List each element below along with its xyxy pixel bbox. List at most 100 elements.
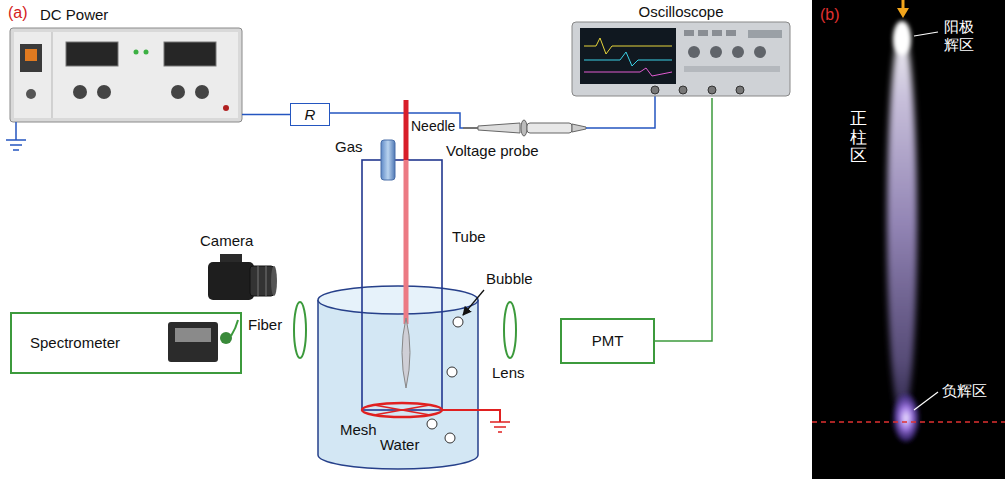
camera-icon [266,266,267,296]
part-label: Mesh [340,421,377,438]
discharge-photo [887,30,917,420]
discharge-photo [812,421,1005,423]
oscilloscope-photo [726,30,736,36]
voltage-probe-symbol [463,127,478,129]
oscilloscope-photo [732,46,744,58]
resistor-box: R [290,103,330,126]
oscilloscope-photo [710,46,722,58]
voltage-probe-symbol [463,120,586,136]
ground-wire [442,410,500,422]
part-label: Tube [452,228,486,245]
part-label: Water [380,436,419,453]
part-label: Fiber [248,316,282,333]
ground-symbol [6,122,26,150]
resistor-label: R [305,106,316,123]
oscilloscope-photo [580,28,676,84]
pmt-box: PMT [560,318,655,364]
camera-icon [250,266,274,296]
power-supply: DC Power [10,2,242,122]
power-supply-photo [25,49,37,61]
region-label: 负辉区 [942,382,987,399]
discharge-photo [914,32,938,36]
glass-tube [362,160,442,410]
discharge-photo [812,0,1005,479]
panel-letter: (b) [820,6,840,24]
oscilloscope-photo [679,86,687,94]
ground-symbol [490,422,510,432]
power-supply-photo [134,50,139,55]
bubble-dot [445,433,455,443]
voltage-probe-symbol [572,124,586,132]
oscilloscope-photo [651,86,659,94]
gas-inlet [381,140,395,180]
needle-electrode [404,160,409,324]
plasma-jet [402,318,410,388]
camera-icon [208,254,277,300]
lens-symbol [294,302,306,358]
part-label: Needle [411,118,455,134]
voltage-probe-symbol [478,123,520,133]
spectrometer-box: Spectrometer [10,312,242,374]
mesh-electrode [362,403,442,417]
oscilloscope-photo [572,22,790,96]
device-label: Oscilloscope [638,3,723,20]
power-supply-photo [171,85,185,99]
device-label: Spectrometer [30,334,120,351]
power-supply-photo [195,85,209,99]
part-label: Camera [200,232,253,249]
camera-icon [271,266,277,296]
power-supply-photo [20,44,42,72]
panel-letter: (a) [8,4,28,22]
spectrometer-device [168,322,218,362]
power-supply-photo [97,85,111,99]
spectrometer-device [175,328,211,342]
device-label: PMT [592,332,624,349]
water-beaker [318,286,478,314]
bubble-dot [453,317,463,327]
oscilloscope-photo [688,46,700,58]
part-label: Voltage probe [446,142,539,159]
oscilloscope-photo [684,30,694,36]
bubble-dot [427,419,437,429]
mesh-electrode [374,405,430,415]
oscilloscope-photo [584,38,672,54]
spectrometer-device [220,332,232,344]
voltage-probe-symbol [521,120,527,136]
discharge-photo [893,21,911,55]
oscilloscope-photo [584,52,672,66]
spectrometer-device [168,320,238,362]
voltage-probe-symbol [527,123,572,133]
part-label: Gas [335,138,363,155]
oscilloscope-photo [748,30,782,38]
needle-electrode [404,100,409,160]
power-supply-photo [26,89,36,99]
oscilloscope-photo [754,46,766,58]
power-supply-photo [73,85,87,99]
device-label: DC Power [40,6,108,23]
oscilloscope-photo [584,68,672,76]
discharge-photo [897,8,909,18]
oscilloscope: Oscilloscope [572,0,790,98]
power-supply-photo [223,105,229,111]
power-supply-photo [10,28,242,122]
part-label: Lens [492,364,525,381]
discharge-photo [893,394,919,442]
water-beaker [318,286,478,469]
mesh-electrode [362,403,442,417]
camera-icon [208,262,254,300]
connector-wire [242,114,290,116]
spectrometer-device [231,320,238,336]
power-supply-photo [144,50,149,55]
power-supply-photo [164,42,216,66]
bubble-dot [447,367,457,377]
leader-arrow [463,290,484,315]
oscilloscope-photo [736,86,744,94]
bubble-dot [427,317,463,443]
part-label: Bubble [486,270,533,287]
connector-wire [655,98,712,341]
power-supply-photo [66,42,118,66]
